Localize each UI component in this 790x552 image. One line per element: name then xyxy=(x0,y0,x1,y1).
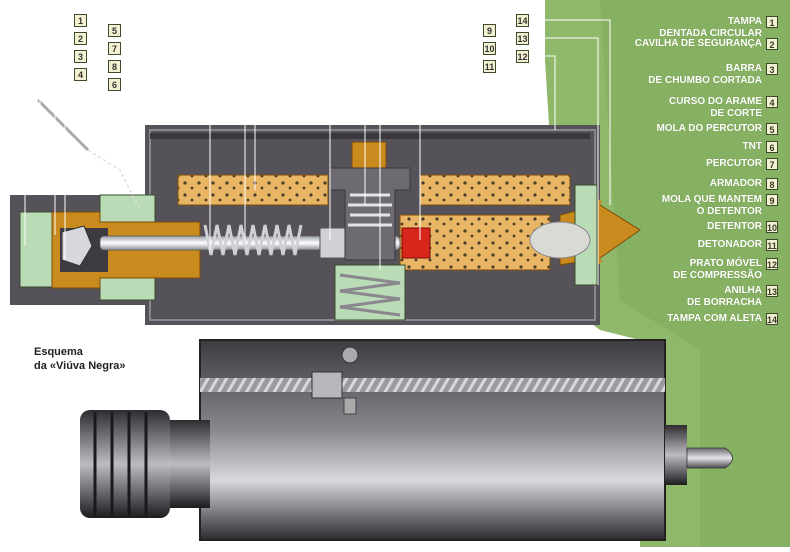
tnt-block-top-left xyxy=(177,174,329,206)
cutting-wire-band xyxy=(200,378,665,392)
legend-number: 7 xyxy=(766,158,778,170)
clamp xyxy=(311,371,343,399)
legend-number: 2 xyxy=(766,38,778,50)
legend-number: 4 xyxy=(766,96,778,108)
legend-item: ARMADOR 8 xyxy=(710,178,778,190)
legend-label: MOLA DO PERCUTOR xyxy=(656,123,762,134)
detonator xyxy=(401,227,431,259)
clamp-knob xyxy=(341,346,359,364)
front-cap-grooves xyxy=(93,412,148,516)
green-backdrop-shade xyxy=(600,0,790,547)
legend-label: MOLA QUE MANTEM O DETENTOR xyxy=(661,194,762,217)
legend-item: PERCUTOR 7 xyxy=(706,158,778,170)
legend-item: TNT 6 xyxy=(743,141,778,153)
legend-label: TAMPA COM ALETA xyxy=(667,313,762,324)
legend-item: TAMPA COM ALETA 14 xyxy=(667,313,778,325)
nose-cone xyxy=(529,221,591,259)
rear-pin xyxy=(686,447,733,469)
legend-item: ANILHA DE BORRACHA 13 xyxy=(687,285,778,309)
legend-number: 11 xyxy=(766,239,778,251)
legend-label: ARMADOR xyxy=(709,178,762,189)
callout-number: 5 xyxy=(108,24,121,37)
retainer-spring-upper xyxy=(348,193,392,227)
retainer-spring-lower xyxy=(339,273,401,317)
legend-item: PRATO MÓVEL DE COMPRESSÃO 12 xyxy=(673,258,778,282)
mine-cylinder xyxy=(200,340,665,540)
clamp-screw xyxy=(343,397,357,415)
legend-item: TAMPA DENTADA CIRCULAR 1 xyxy=(659,16,778,40)
legend-number: 1 xyxy=(766,16,778,28)
legend-item: CAVILHA DE SEGURANÇA 2 xyxy=(635,38,778,50)
legend-number: 13 xyxy=(766,285,778,297)
callout-number: 1 xyxy=(74,14,87,27)
legend-label: TAMPA DENTADA CIRCULAR xyxy=(659,16,762,39)
callout-number: 11 xyxy=(483,60,496,73)
tnt-block-top-right xyxy=(419,174,571,206)
legend-number: 3 xyxy=(766,63,778,75)
tnt-block-main xyxy=(399,214,551,271)
legend-number: 12 xyxy=(766,258,778,270)
callout-number: 8 xyxy=(108,60,121,73)
legend-number: 10 xyxy=(766,221,778,233)
legend-item: CURSO DO ARAME DE CORTE 4 xyxy=(669,96,778,120)
callout-number: 4 xyxy=(74,68,87,81)
callout-number: 10 xyxy=(483,42,496,55)
legend-label: DETENTOR xyxy=(707,221,762,232)
legend-item: BARRA DE CHUMBO CORTADA 3 xyxy=(648,63,778,87)
legend-label: CAVILHA DE SEGURANÇA xyxy=(634,38,762,49)
legend-number: 5 xyxy=(766,123,778,135)
callout-number: 7 xyxy=(108,42,121,55)
toothed-cap-rotor xyxy=(61,225,93,267)
legend-label: PRATO MÓVEL DE COMPRESSÃO xyxy=(673,258,762,281)
legend-label: PERCUTOR xyxy=(706,158,762,169)
safety-pin-rod xyxy=(36,98,90,152)
legend-label: BARRA DE CHUMBO CORTADA xyxy=(648,63,762,86)
rear-sleeve xyxy=(665,425,687,485)
safety-pin-wire xyxy=(87,149,141,211)
legend-item: MOLA QUE MANTEM O DETENTOR 9 xyxy=(662,194,778,218)
callout-number: 12 xyxy=(516,50,529,63)
legend-number: 9 xyxy=(766,194,778,206)
callout-number: 14 xyxy=(516,14,529,27)
legend-item: DETENTOR 10 xyxy=(707,221,778,233)
cutting-wire-track xyxy=(150,133,590,139)
front-collar xyxy=(170,420,210,508)
legend-number: 6 xyxy=(766,141,778,153)
leader-lines xyxy=(24,19,611,285)
legend-label: ANILHA DE BORRACHA xyxy=(687,285,762,308)
callout-number: 2 xyxy=(74,32,87,45)
legend-label: DETONADOR xyxy=(697,239,762,250)
legend-number: 8 xyxy=(766,178,778,190)
legend-label: TNT xyxy=(742,141,762,152)
legend-number: 14 xyxy=(766,313,778,325)
legend-label: CURSO DO ARAME DE CORTE xyxy=(669,96,762,119)
callout-number: 13 xyxy=(516,32,529,45)
diagram-caption: Esquema da «Viúva Negra» xyxy=(34,346,126,372)
callout-number: 3 xyxy=(74,50,87,63)
callout-number: 9 xyxy=(483,24,496,37)
callout-number: 6 xyxy=(108,78,121,91)
striker-spring xyxy=(203,224,303,256)
legend-item: DETONADOR 11 xyxy=(698,239,778,251)
legend-item: MOLA DO PERCUTOR 5 xyxy=(656,123,778,135)
